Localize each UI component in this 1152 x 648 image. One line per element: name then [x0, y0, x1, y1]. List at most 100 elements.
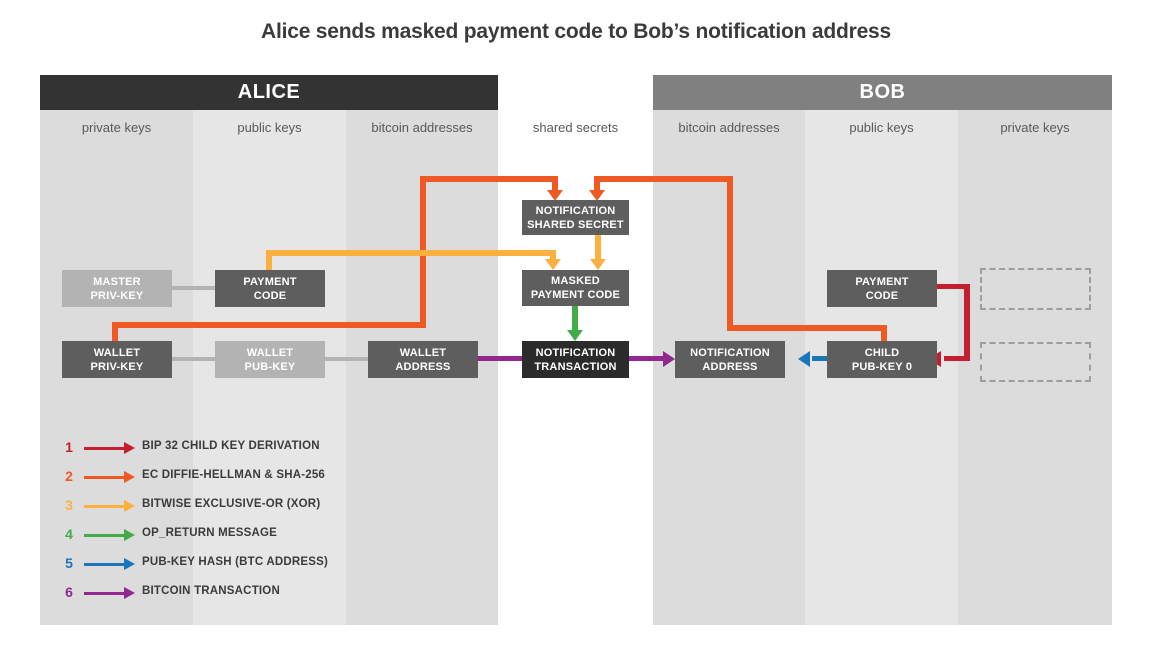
legend-label: EC DIFFIE-HELLMAN & SHA-256 [142, 469, 326, 481]
legend-number: 1 [65, 439, 73, 455]
legend-number: 6 [65, 584, 73, 600]
legend-arrow-icon [124, 529, 135, 541]
purple-wallet-to-transaction [477, 356, 525, 361]
node-line2: PRIV-KEY [90, 360, 144, 373]
party-bar-alice: ALICE [40, 75, 498, 110]
legend-arrow-icon [124, 500, 135, 512]
node-line2: ADDRESS [395, 360, 451, 373]
legend-line-icon [84, 505, 128, 508]
orange-right-drop [594, 176, 600, 193]
blue-horizontal [812, 356, 836, 361]
link-master-to-payment-code [168, 286, 226, 290]
legend-number: 5 [65, 555, 73, 571]
legend-arrow-icon [124, 558, 135, 570]
orange-right-riser [881, 325, 887, 350]
legend-arrow-icon [124, 442, 135, 454]
legend-label: OP_RETURN MESSAGE [142, 527, 278, 539]
yellow-left-arrowhead [545, 259, 561, 270]
node-line1: MASTER [93, 275, 141, 288]
link-wallet-pub-to-wallet-address [311, 357, 373, 361]
orange-top-left-horizontal [420, 176, 558, 182]
blue-arrowhead [798, 351, 810, 367]
column-header-bob-public-keys: public keys [805, 110, 958, 145]
legend-arrow-icon [124, 471, 135, 483]
green-arrowhead [567, 330, 583, 341]
column-header-alice-public-keys: public keys [193, 110, 346, 145]
node-line2: CODE [253, 289, 287, 302]
node-bob-private-key-placeholder-2 [980, 342, 1091, 382]
legend-line-icon [84, 476, 128, 479]
column-header-shared-secrets: shared secrets [498, 110, 653, 145]
node-line1: WALLET [246, 346, 294, 359]
column-alice-private-keys [40, 145, 193, 625]
orange-left-riser [112, 322, 118, 348]
yellow-riser [266, 250, 272, 272]
legend-line-icon [84, 592, 128, 595]
purple-arrowhead [663, 351, 675, 367]
node-line2: PUB-KEY [244, 360, 296, 373]
legend-number: 4 [65, 526, 73, 542]
party-bar-bob: BOB [653, 75, 1112, 110]
yellow-right-arrowhead [590, 259, 606, 270]
legend-line-icon [84, 534, 128, 537]
node-line1: WALLET [399, 346, 447, 359]
red-vertical [964, 284, 970, 360]
column-header-bob-bitcoin-addresses: bitcoin addresses [653, 110, 805, 145]
node-line1: MASKED [551, 275, 600, 287]
legend-label: BITWISE EXCLUSIVE-OR (XOR) [142, 498, 321, 510]
node-line1: NOTIFICATION [690, 346, 770, 359]
node-line1: PAYMENT [855, 275, 909, 288]
node-line2: PAYMENT CODE [530, 289, 621, 301]
node-masked-payment-code[interactable]: MASKED PAYMENT CODE [522, 270, 629, 306]
orange-left-drop [552, 176, 558, 193]
node-line1: WALLET [93, 346, 141, 359]
legend-label: BITCOIN TRANSACTION [142, 585, 280, 597]
node-line1: CHILD [864, 346, 900, 359]
node-bob-private-key-placeholder-1 [980, 268, 1091, 310]
legend-label: PUB-KEY HASH (BTC ADDRESS) [142, 556, 329, 568]
node-line2: SHARED SECRET [527, 218, 624, 231]
orange-top-right-horizontal [594, 176, 733, 182]
legend-arrow-icon [124, 587, 135, 599]
legend-number: 2 [65, 468, 73, 484]
column-alice-public-keys [193, 145, 346, 625]
node-line1: PAYMENT [243, 275, 297, 288]
node-line1: NOTIFICATION [535, 204, 616, 217]
column-header-alice-private-keys: private keys [40, 110, 193, 145]
node-line2: PUB-KEY 0 [851, 360, 913, 373]
orange-left-horizontal [112, 322, 426, 328]
yellow-horizontal [266, 250, 556, 256]
legend-label: BIP 32 CHILD KEY DERIVATION [142, 440, 320, 452]
legend-line-icon [84, 447, 128, 450]
column-bob-private-keys [958, 145, 1112, 625]
yellow-secret-drop [595, 234, 601, 261]
node-line2: ADDRESS [702, 360, 758, 373]
node-line1: NOTIFICATION [535, 346, 616, 359]
red-bottom-horizontal [944, 356, 970, 361]
node-line2: TRANSACTION [534, 360, 617, 373]
column-bob-public-keys [805, 145, 958, 625]
legend-number: 3 [65, 497, 73, 513]
legend-line-icon [84, 563, 128, 566]
orange-right-arrowhead [589, 190, 605, 201]
orange-right-horizontal [727, 325, 887, 331]
page-title: Alice sends masked payment code to Bob’s… [260, 20, 892, 43]
link-wallet-priv-to-wallet-pub [168, 357, 226, 361]
orange-left-arrowhead [547, 190, 563, 201]
column-header-bob-private-keys: private keys [958, 110, 1112, 145]
orange-right-vertical [727, 176, 733, 331]
node-line2: CODE [865, 289, 899, 302]
red-top-horizontal [934, 284, 970, 289]
purple-transaction-to-notification-address [629, 356, 667, 361]
